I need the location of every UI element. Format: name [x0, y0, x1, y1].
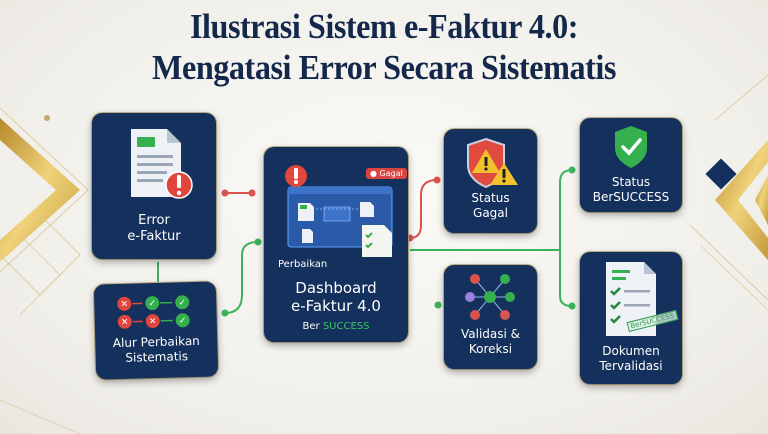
- title-line-1: Ilustrasi Sistem e-Faktur 4.0:: [189, 7, 579, 46]
- gagal-badge: ● Gagal: [366, 168, 407, 179]
- card-validasi-koreksi: Validasi & Koreksi: [444, 265, 537, 369]
- page-title: Ilustrasi Sistem e-Faktur 4.0: Mengatasi…: [31, 6, 738, 88]
- card-status-bersuccess: Status BerSUCCESS: [580, 118, 682, 212]
- dashboard-screen-icon: [285, 165, 393, 257]
- svg-text:✕: ✕: [149, 317, 157, 327]
- card-label: Error e-Faktur: [127, 213, 181, 244]
- perbaikan-label: Perbaikan: [278, 259, 328, 270]
- svg-text:✓: ✓: [179, 316, 187, 326]
- card-label: Validasi & Koreksi: [460, 327, 521, 356]
- left-gold-chevron: [0, 118, 80, 262]
- card-dokumen-tervalidasi: BerSUCCESS Dokumen Tervalidasi: [580, 252, 682, 384]
- card-label: Dashboard e-Faktur 4.0: [291, 279, 381, 315]
- title-line-2: Mengatasi Error Secara Sistematis: [152, 48, 616, 87]
- card-label: Status BerSUCCESS: [592, 175, 670, 204]
- flow-steps-icon: ✕ ✓ ✓ ✕ ✕ ✓: [117, 295, 190, 329]
- card-label: Status Gagal: [471, 191, 510, 220]
- shield-check-icon: [615, 126, 647, 168]
- svg-text:✓: ✓: [148, 299, 156, 309]
- shield-warning-icon: [467, 137, 518, 189]
- right-gold-chevron: [715, 140, 768, 260]
- network-hub-icon: [465, 274, 515, 320]
- card-error-efaktur: Error e-Faktur: [92, 113, 216, 259]
- svg-text:✕: ✕: [120, 300, 128, 310]
- svg-text:✕: ✕: [121, 318, 129, 328]
- card-label: Dokumen Tervalidasi: [599, 344, 663, 373]
- svg-text:✓: ✓: [178, 298, 186, 308]
- error-dot-icon: ●: [370, 169, 377, 178]
- card-status-gagal: Status Gagal: [444, 129, 537, 233]
- card-label: Alur Perbaikan Sistematis: [112, 333, 200, 365]
- card-alur-perbaikan: ✕ ✓ ✓ ✕ ✕ ✓ Alur Perbaikan Sistematis: [93, 281, 219, 380]
- document-error-icon: [131, 129, 193, 199]
- ber-success-text: Ber SUCCESS: [302, 321, 370, 332]
- card-dashboard-efaktur: ● Gagal Perbaikan Dashboard e-Faktur 4.0…: [264, 147, 408, 342]
